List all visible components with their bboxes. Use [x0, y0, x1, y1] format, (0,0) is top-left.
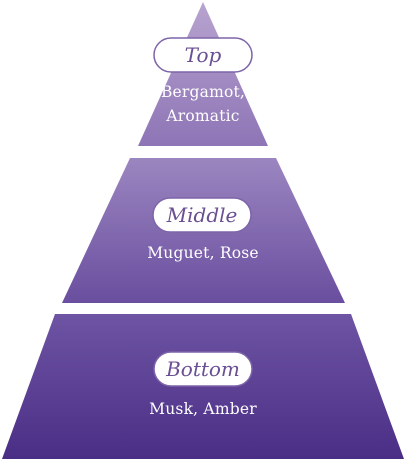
tier-bottom-label: Bottom [165, 357, 240, 381]
tier-top-notes-line-2: Aromatic [165, 107, 239, 125]
tier-bottom-pill [153, 351, 253, 387]
tier-middle-notes: Muguet, Rose [147, 244, 259, 262]
tier-top: Top Bergamot, Aromatic [138, 2, 268, 146]
tier-middle-label: Middle [166, 203, 238, 227]
tier-top-label: Top [185, 43, 222, 67]
tier-top-notes-line-1: Bergamot, [161, 83, 245, 101]
tier-middle: Middle Muguet, Rose [62, 158, 345, 303]
tier-bottom: Bottom Musk, Amber [2, 314, 404, 459]
tier-bottom-notes: Musk, Amber [149, 400, 257, 418]
tier-middle-pill [152, 197, 252, 233]
tier-top-shape [138, 2, 268, 146]
tier-top-pill [153, 37, 253, 73]
